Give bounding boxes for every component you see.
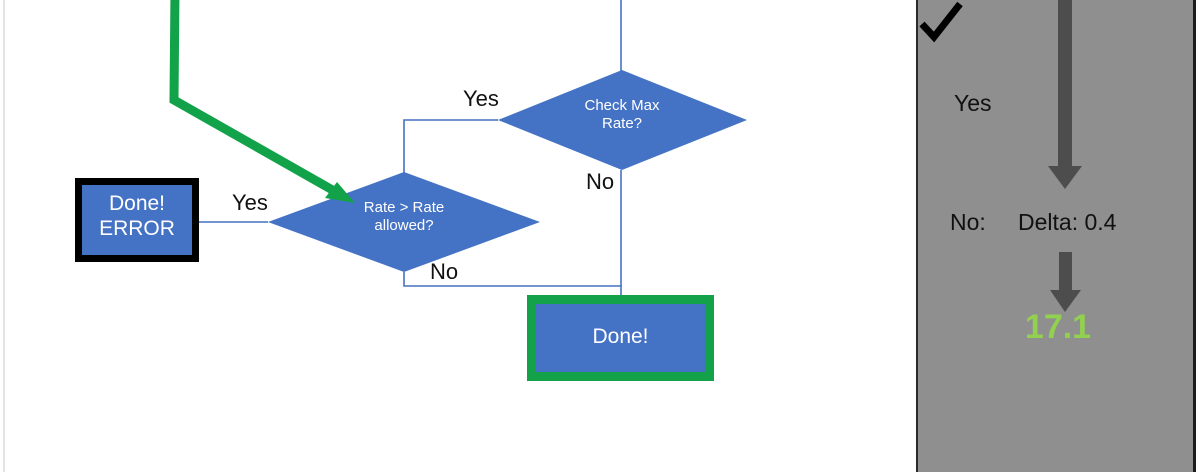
- down-arrow-short-icon: [1050, 252, 1081, 312]
- down-arrow-long-icon: [1048, 0, 1082, 189]
- edge-label-yes-to-rate: Yes: [463, 86, 499, 111]
- slide-left-edge-rule: [3, 0, 5, 472]
- panel-no-label: No:: [950, 209, 986, 235]
- node-done-error-box[interactable]: [75, 178, 199, 262]
- decision-rate-greater-than-allowed: [268, 172, 540, 272]
- node-done-box[interactable]: [527, 295, 714, 381]
- edge-label-no-from-rate: No: [430, 259, 459, 284]
- edge-label-yes-to-error: Yes: [232, 190, 268, 215]
- flowchart-connectors: [169, 0, 747, 296]
- panel-arrows: [1048, 0, 1082, 312]
- panel-result-value: 17.1: [1024, 308, 1092, 346]
- edge-label-no-from-check-max: No: [586, 169, 615, 194]
- check-mark-icon: [919, 1, 963, 43]
- decision-check-max-rate: [498, 70, 747, 170]
- green-highlight-arrow: [169, 0, 355, 203]
- panel-yes-label: Yes: [954, 90, 992, 116]
- connector-no-rate-to-done: [403, 272, 622, 296]
- flowchart-canvas: Done! ERROR Done! Rate > Rate allowed? C…: [3, 0, 747, 472]
- panel-delta-value: Delta: 0.4: [1018, 209, 1117, 235]
- annotation-side-panel: Yes No: Delta: 0.4 17.1: [916, 0, 1196, 472]
- connector-yes-check-max-to-rate: [403, 119, 498, 173]
